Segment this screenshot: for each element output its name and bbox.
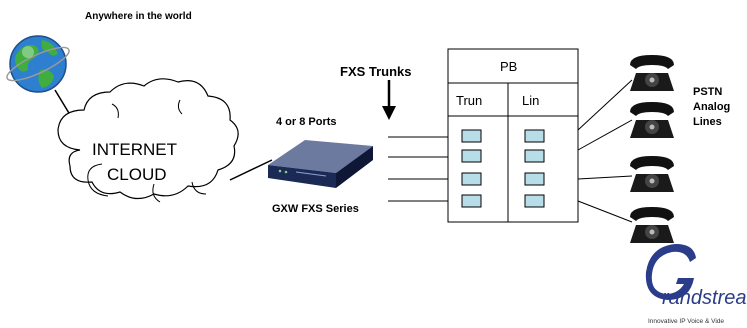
pbx-line-header: Lin xyxy=(522,93,539,108)
logo-wordmark: randstrean xyxy=(662,287,747,309)
pbx-line-ports xyxy=(524,129,545,208)
trunk-port xyxy=(461,129,482,143)
trunks-label: FXS Trunks xyxy=(340,64,412,79)
phone-icon xyxy=(630,102,674,138)
analog-lines xyxy=(577,79,633,223)
line-port xyxy=(524,149,545,163)
pstn-label-line2: Analog xyxy=(693,101,730,113)
trunk-port xyxy=(461,172,482,186)
cloud-label-line1: INTERNET xyxy=(92,140,177,159)
pbx-title: PB xyxy=(500,59,517,74)
cloud-gateway-link xyxy=(229,159,273,181)
gateway-device-icon xyxy=(268,140,373,188)
pbx-trunk-header: Trun xyxy=(456,93,482,108)
trunk-port xyxy=(461,194,482,208)
header-caption: Anywhere in the world xyxy=(85,11,192,22)
pbx-trunk-ports xyxy=(461,129,482,208)
logo-tagline: Innovative IP Voice & Vide xyxy=(648,318,724,325)
trunk-lines xyxy=(388,136,448,202)
trunk-port xyxy=(461,149,482,163)
down-arrow-icon xyxy=(382,80,396,120)
line-port xyxy=(524,129,545,143)
internet-cloud: INTERNET CLOUD xyxy=(57,78,239,203)
gateway-label: GXW FXS Series xyxy=(272,203,359,215)
phone-icon xyxy=(630,156,674,192)
line-port xyxy=(524,194,545,208)
pstn-label-line3: Lines xyxy=(693,116,722,128)
phone-icon xyxy=(630,55,674,91)
grandstream-logo: randstrean Innovative IP Voice & Vide xyxy=(645,244,747,325)
ports-label: 4 or 8 Ports xyxy=(276,116,337,128)
phone-icon xyxy=(630,207,674,243)
pstn-label-line1: PSTN xyxy=(693,86,722,98)
globe-icon xyxy=(6,35,70,93)
line-port xyxy=(524,172,545,186)
cloud-label-line2: CLOUD xyxy=(107,165,167,184)
